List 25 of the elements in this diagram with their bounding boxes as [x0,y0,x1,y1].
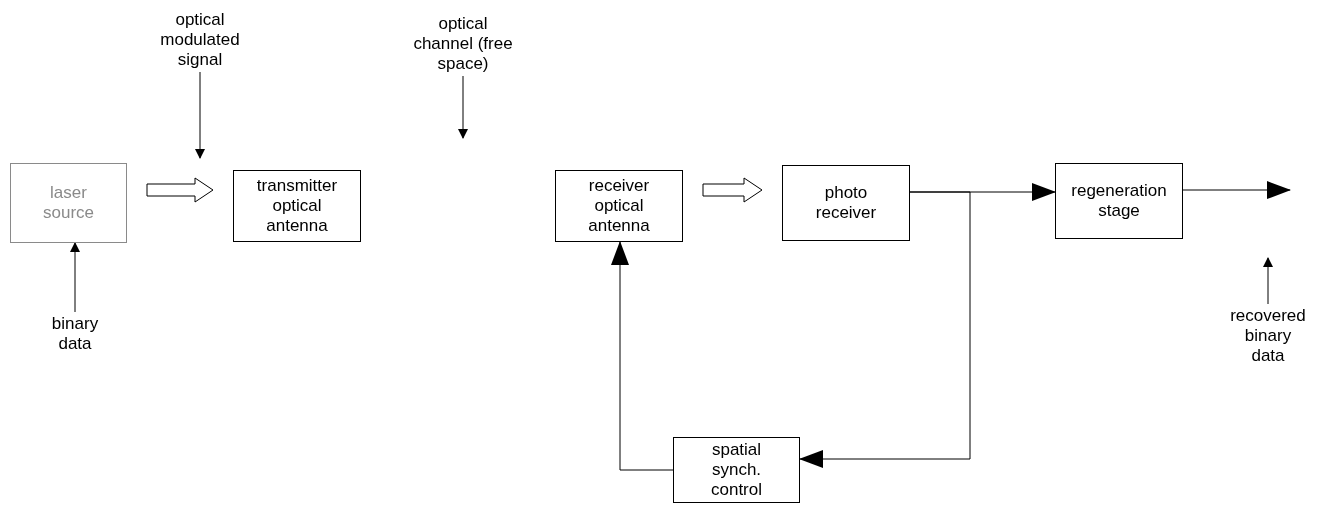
arrow [458,75,468,139]
arrow [1263,257,1273,305]
arrow [799,191,971,468]
text-label: recovered binary data [1228,304,1308,368]
box-label: receiver optical antenna [587,176,651,236]
hollow-arrow [702,177,763,203]
text-label: optical channel (free space) [413,12,513,76]
process-box [10,163,127,243]
process-box [233,170,361,242]
process-box [1055,163,1183,239]
box-label: transmitter optical antenna [255,176,339,236]
arrow [611,241,674,471]
box-label: laser source [42,183,95,223]
arrow [1182,181,1291,199]
arrow [195,71,205,159]
arrow [70,242,80,313]
box-label: photo receiver [814,183,878,223]
process-box [673,437,800,503]
text-label: binary data [45,312,105,356]
text-label: optical modulated signal [150,8,250,72]
box-label: regeneration stage [1070,181,1168,221]
process-box [782,165,910,241]
hollow-arrow [146,177,214,203]
process-box [555,170,683,242]
box-label: spatial synch. control [710,440,763,500]
